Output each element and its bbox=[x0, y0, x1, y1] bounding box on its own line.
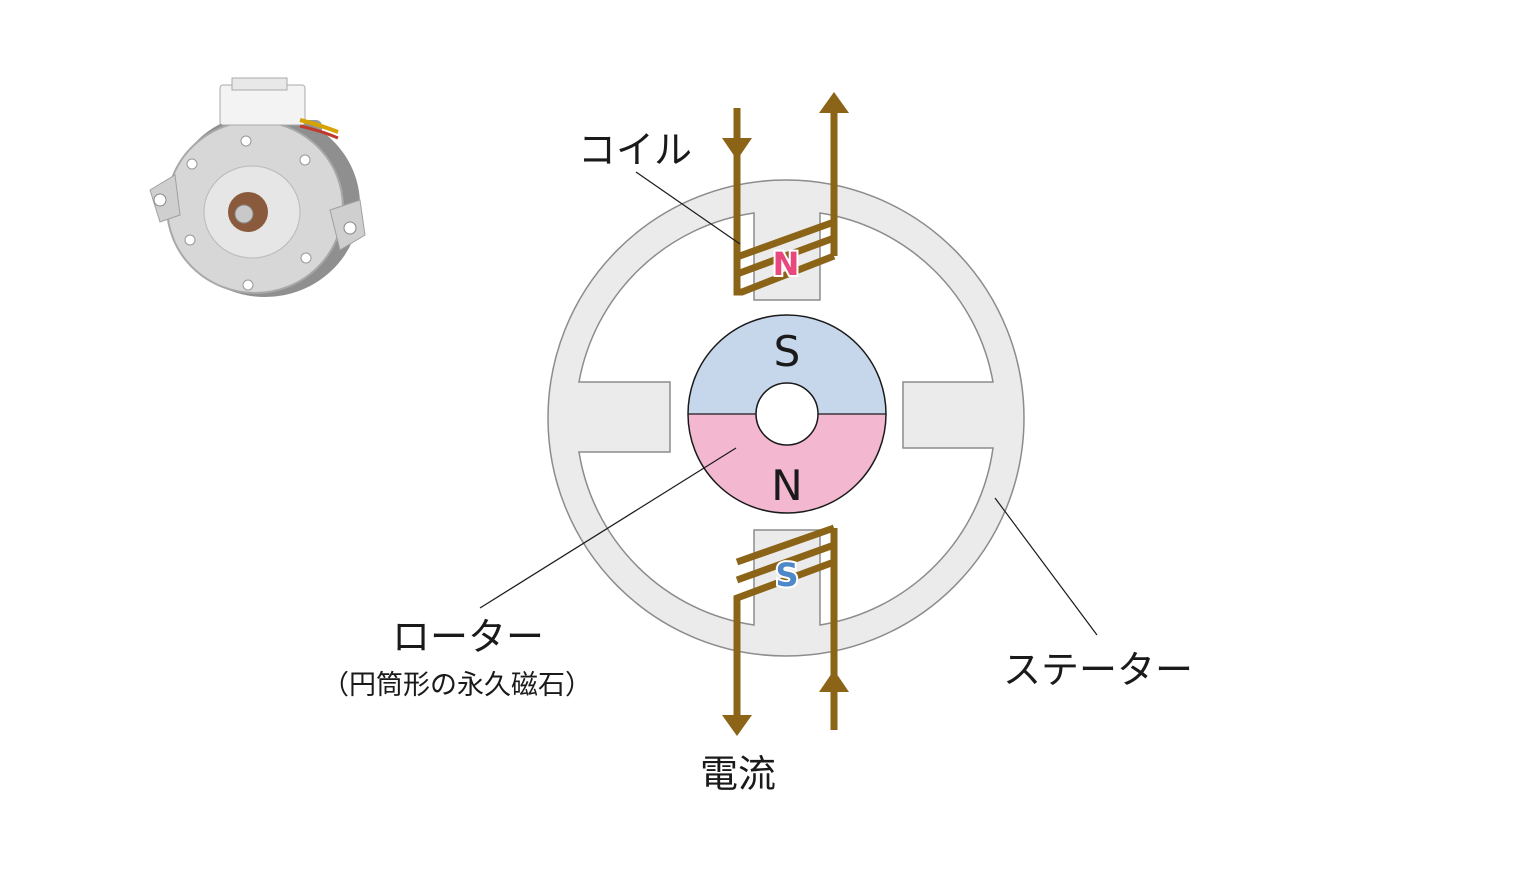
coil-bottom-pole: S bbox=[775, 556, 798, 594]
top-coil bbox=[733, 108, 838, 296]
rotor-leader-line bbox=[479, 447, 737, 609]
rotor-pole-south: S bbox=[774, 327, 801, 376]
current-out-arrow-icon bbox=[722, 715, 752, 736]
coil-leader-line bbox=[635, 171, 741, 245]
current-out-arrow-icon bbox=[819, 92, 849, 113]
stator-leader-line bbox=[994, 497, 1098, 636]
rotor: S N bbox=[687, 314, 887, 514]
stepper-motor-photo bbox=[149, 77, 366, 297]
rotor-pole-north: N bbox=[771, 461, 802, 510]
rotor-north-half bbox=[688, 414, 886, 513]
rotor-note-label: （円筒形の永久磁石） bbox=[322, 670, 592, 701]
bottom-coil bbox=[733, 524, 838, 730]
current-in-arrow-icon bbox=[722, 138, 752, 160]
coil-label: コイル bbox=[578, 128, 692, 172]
bottom-coil-arrows bbox=[722, 670, 849, 736]
rotor-shaft-hole bbox=[755, 382, 819, 446]
coil-top-pole: N bbox=[773, 245, 800, 283]
top-coil-arrows bbox=[722, 92, 849, 160]
stator-label: ステーター bbox=[1003, 648, 1193, 692]
rotor-south-half bbox=[688, 315, 886, 414]
rotor-label: ローター bbox=[392, 615, 544, 659]
current-label: 電流 bbox=[700, 752, 776, 796]
leader-lines bbox=[479, 171, 1098, 636]
current-in-arrow-icon bbox=[819, 670, 849, 692]
